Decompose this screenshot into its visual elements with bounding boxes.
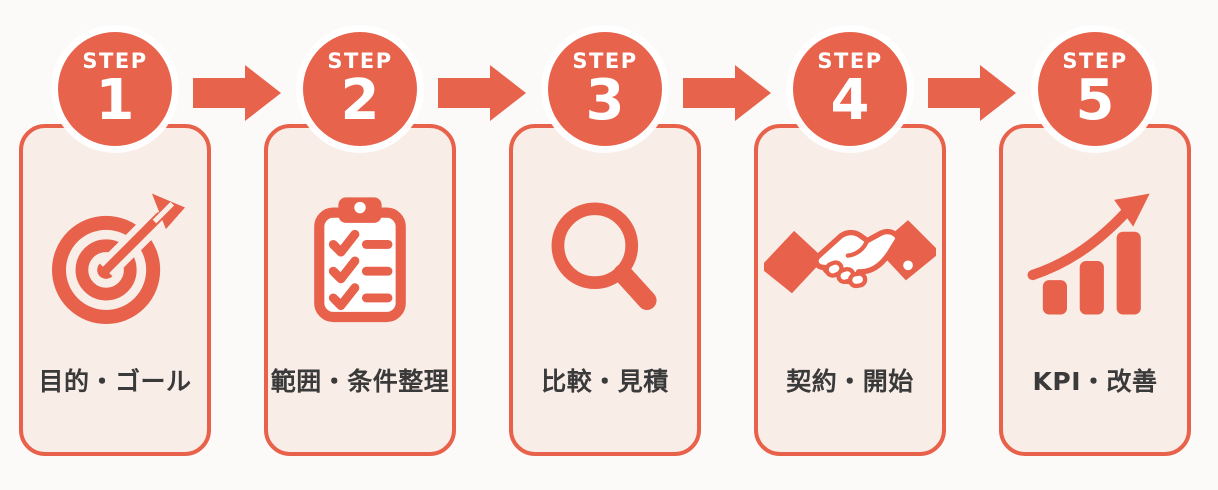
flow-arrow-icon [438, 65, 526, 121]
step-badge-text: STEP [82, 49, 148, 73]
step-badge-number: 1 [95, 68, 135, 133]
step-2-card: 範囲・条件整理 [264, 124, 456, 456]
step-2-label: 範囲・条件整理 [270, 367, 450, 396]
step-5-badge: STEP 5 [1038, 32, 1152, 146]
clipboard-checklist-icon [268, 186, 452, 336]
step-badge-number: 3 [585, 68, 625, 133]
step-2-badge: STEP 2 [303, 32, 417, 146]
step-badge-text: STEP [1062, 49, 1128, 73]
step-badge-text: STEP [572, 49, 638, 73]
step-3-label: 比較・見積 [541, 367, 669, 396]
step-badge-number: 2 [340, 68, 380, 133]
step-1-card: 目的・ゴール [19, 124, 211, 456]
step-badge-text: STEP [327, 49, 393, 73]
target-dart-icon [23, 186, 207, 336]
step-1-label: 目的・ゴール [38, 367, 192, 396]
step-3-badge: STEP 3 [548, 32, 662, 146]
step-4-label: 契約・開始 [786, 367, 914, 396]
step-4-badge: STEP 4 [793, 32, 907, 146]
flow-arrow-icon [928, 65, 1016, 121]
flow-arrow-icon [193, 65, 281, 121]
handshake-icon [758, 186, 942, 336]
step-1-badge: STEP 1 [58, 32, 172, 146]
step-5-label: KPI・改善 [1032, 367, 1158, 396]
step-badge-number: 5 [1075, 68, 1115, 133]
growth-chart-icon [1003, 186, 1187, 336]
step-4-card: 契約・開始 [754, 124, 946, 456]
magnifying-glass-icon [513, 186, 697, 336]
step-5-card: KPI・改善 [999, 124, 1191, 456]
step-badge-text: STEP [817, 49, 883, 73]
flow-arrow-icon [683, 65, 771, 121]
step-3-card: 比較・見積 [509, 124, 701, 456]
step-badge-number: 4 [830, 68, 870, 133]
